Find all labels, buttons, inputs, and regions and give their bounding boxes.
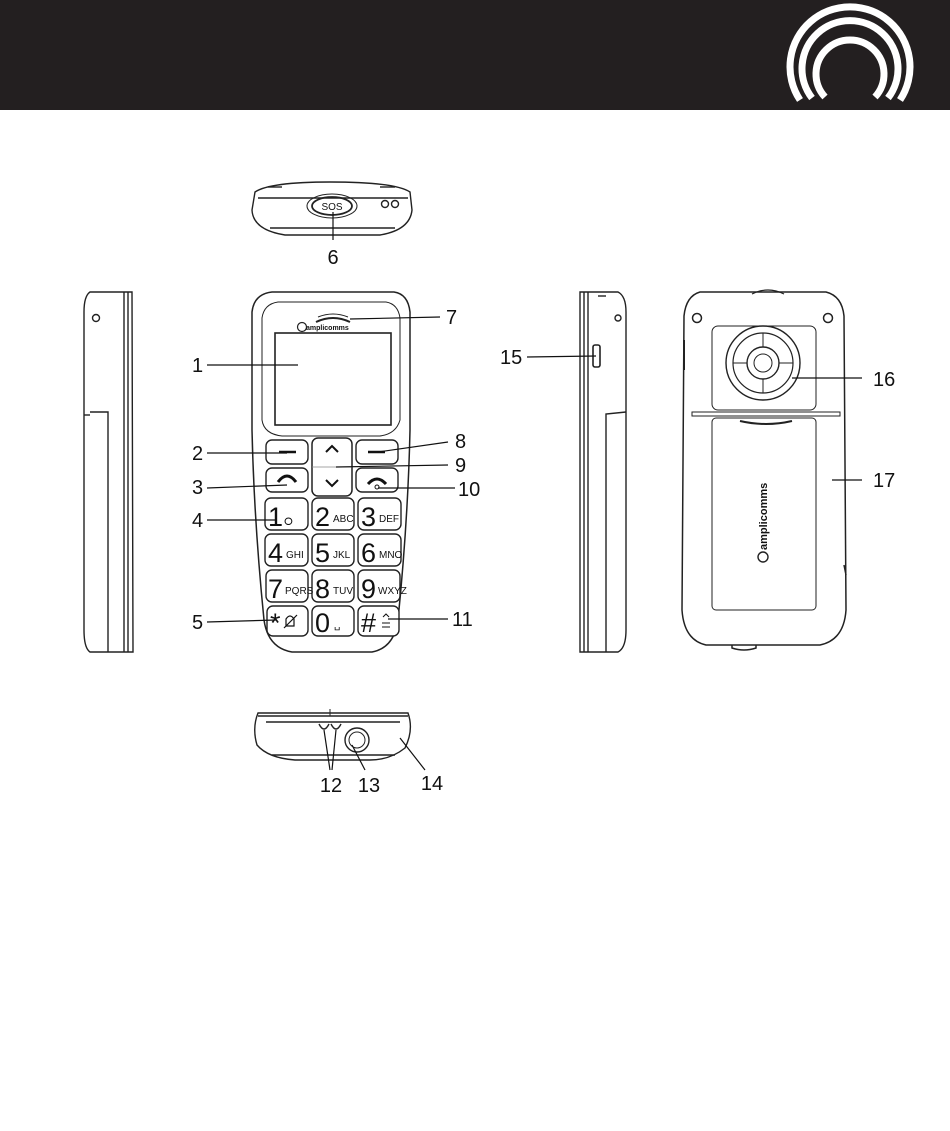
left-side-view	[84, 292, 133, 652]
call-key[interactable]	[266, 468, 308, 492]
callout-9: 9	[455, 455, 466, 477]
callout-1: 1	[192, 355, 203, 377]
callout-5: 5	[192, 612, 203, 634]
circle-arcs-logo-icon	[790, 7, 910, 100]
key-hash[interactable]: #	[361, 608, 376, 638]
callout-3: 3	[192, 477, 203, 499]
front-brand-text: amplicomms	[306, 325, 349, 332]
back-brand-text: amplicomms	[758, 483, 770, 550]
right-side-view	[580, 292, 626, 652]
key-3-sub: DEF	[379, 514, 399, 525]
callout-2: 2	[192, 443, 203, 465]
key-6[interactable]: 6	[361, 538, 376, 568]
key-4[interactable]: 4	[268, 538, 283, 568]
callout-14: 14	[421, 773, 443, 795]
key-1[interactable]: 1	[268, 502, 283, 532]
key-8-sub: TUV	[333, 586, 353, 597]
callout-11: 11	[452, 609, 473, 631]
key-4-sub: GHI	[286, 550, 304, 561]
key-0-sub: ␣	[334, 620, 340, 631]
callout-13: 13	[358, 775, 380, 797]
back-view	[682, 290, 846, 650]
callout-4: 4	[192, 510, 203, 532]
key-9[interactable]: 9	[361, 574, 376, 604]
callout-17: 17	[873, 470, 895, 492]
key-9-sub: WXYZ	[378, 586, 407, 597]
key-6-sub: MNO	[379, 550, 403, 561]
key-7[interactable]: 7	[268, 574, 283, 604]
callout-8: 8	[455, 431, 466, 453]
right-soft-key[interactable]	[356, 440, 398, 464]
callout-15: 15	[500, 347, 522, 369]
key-5-sub: JKL	[333, 550, 351, 561]
sos-button-text: SOS	[321, 202, 342, 213]
key-star[interactable]: *	[270, 608, 281, 638]
key-1-sub: ⵔ	[284, 517, 293, 528]
back-brand-logo: amplicomms	[758, 483, 770, 562]
key-7-sub: PQRS	[285, 586, 314, 597]
bottom-view	[255, 709, 411, 760]
key-0[interactable]: 0	[315, 608, 330, 638]
front-brand-logo: amplicomms	[298, 323, 349, 333]
callout-6: 6	[327, 247, 338, 269]
key-5[interactable]: 5	[315, 538, 330, 568]
callout-12: 12	[320, 775, 342, 797]
left-soft-key[interactable]	[266, 440, 308, 464]
callout-7: 7	[446, 307, 457, 329]
back-speaker-icon	[726, 326, 800, 400]
callout-16: 16	[873, 369, 895, 391]
callout-10: 10	[458, 479, 480, 501]
key-2[interactable]: 2	[315, 502, 330, 532]
key-3[interactable]: 3	[361, 502, 376, 532]
key-8[interactable]: 8	[315, 574, 330, 604]
key-2-sub: ABC	[333, 514, 354, 525]
